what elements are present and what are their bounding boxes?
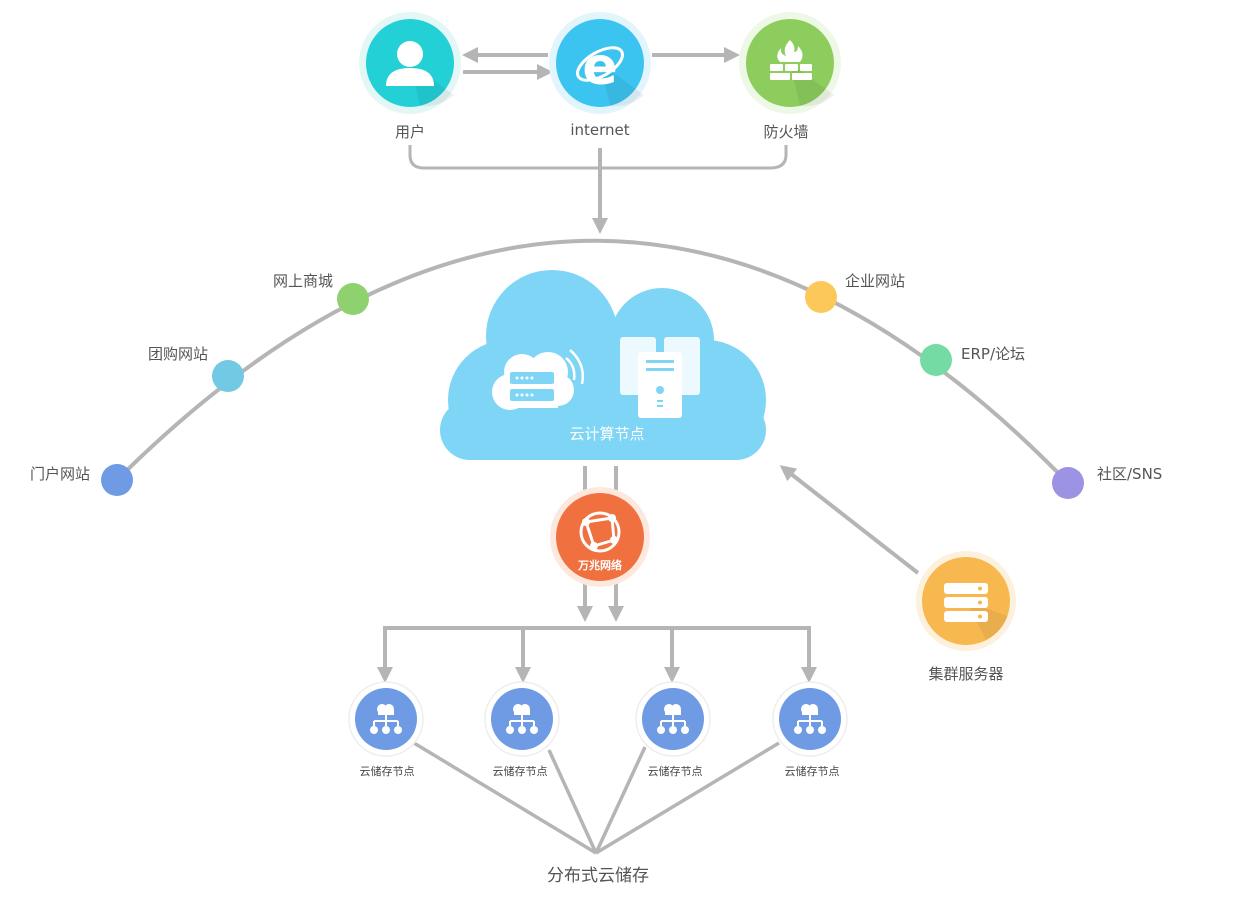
storage-link-3 [594,746,647,854]
internet-node: e [549,12,651,114]
distributed-storage-label: 分布式云储存 [547,866,649,886]
dot-portal [101,464,133,496]
storage-link-2 [547,749,598,854]
portal-label: 门户网站 [30,465,91,483]
firewall-icon [770,40,812,80]
erp-forum-label: ERP/论坛 [961,345,1025,363]
storage-hierarchy-icon [657,704,689,734]
arrow-cluster-to-cloud [779,465,920,575]
top-bracket [408,145,788,170]
storage-node-label-3: 云储存节点 [647,765,703,778]
server-rack-icon [944,583,988,622]
storage-nodes [348,681,848,757]
arc-dots [101,281,1084,499]
storage-node-label-1: 云储存节点 [359,765,415,778]
internet-label: internet [570,121,630,139]
storage-hierarchy-icon [370,704,402,734]
enterprise-label: 企业网站 [845,272,906,290]
firewall-node [739,12,841,114]
dot-group [212,360,244,392]
firewall-label: 防火墙 [763,123,809,141]
group-buy-label: 团购网站 [148,345,209,363]
cloud-label: 云计算节点 [569,425,645,443]
network-node [550,487,650,587]
storage-link-1 [413,741,597,855]
cluster-server-node [916,551,1016,651]
internet-explorer-icon: e [576,37,624,97]
user-label: 用户 [394,123,426,141]
storage-node-label-4: 云储存节点 [784,765,840,778]
dot-sns [1052,467,1084,499]
storage-node-label-2: 云储存节点 [492,765,548,778]
storage-node-1 [348,681,424,757]
svg-text:e: e [582,37,617,97]
dot-enterprise [805,281,837,313]
storage-hierarchy-icon [794,704,826,734]
mall-label: 网上商城 [273,272,334,290]
connectors [115,47,1070,855]
network-label: 万兆网络 [578,559,622,572]
dot-erp [920,344,952,376]
storage-node-2 [484,681,560,757]
storage-node-4 [772,681,848,757]
storage-node-3 [635,681,711,757]
cloud-server-icon [492,337,700,418]
user-node [359,12,461,114]
storage-hierarchy-icon [506,704,538,734]
cluster-label: 集群服务器 [928,665,1004,683]
sns-label: 社区/SNS [1097,465,1163,483]
dot-mall [337,283,369,315]
user-icon [386,41,434,86]
storage-link-4 [595,741,780,855]
